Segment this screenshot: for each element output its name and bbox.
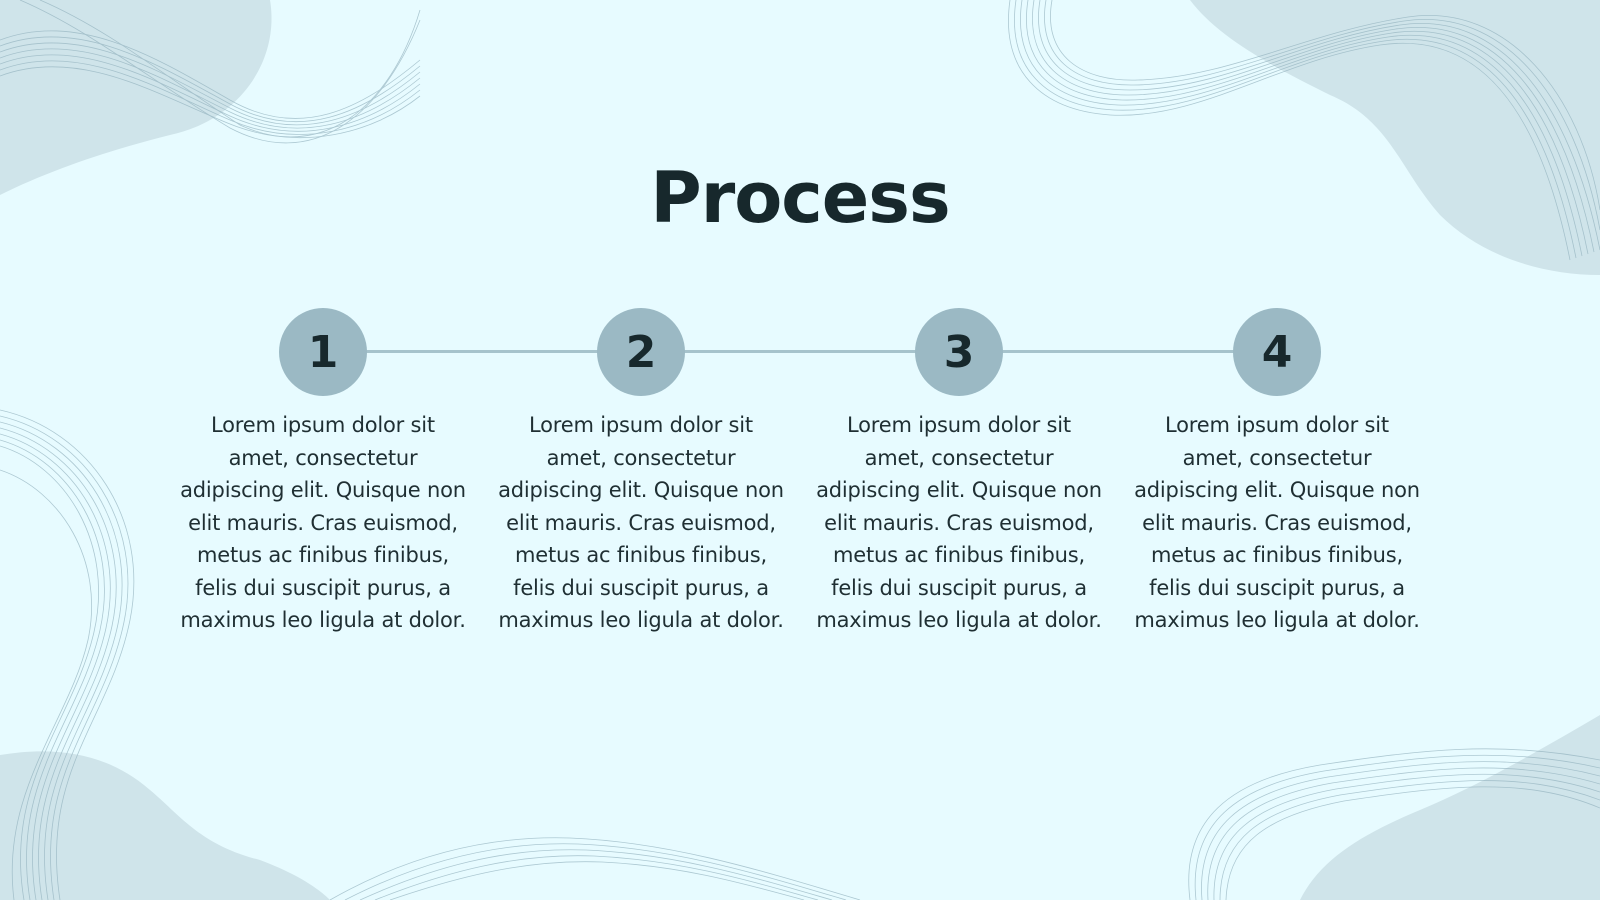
step-description: Lorem ipsum dolor sit amet, consectetur … [180,413,466,632]
process-step-4: 4 Lorem ipsum dolor sit amet, consectetu… [1132,308,1422,637]
bottom-right-blob [1300,715,1600,900]
bottom-right-wave-lines [1188,748,1600,900]
step-description: Lorem ipsum dolor sit amet, consectetur … [498,413,784,632]
process-step-1: 1 Lorem ipsum dolor sit amet, consectetu… [178,308,468,637]
bottom-left-blob [0,751,330,900]
bottom-wave-lines [329,837,861,900]
process-step-3: 3 Lorem ipsum dolor sit amet, consectetu… [814,308,1104,637]
step-description: Lorem ipsum dolor sit amet, consectetur … [1134,413,1420,632]
process-step-2: 2 Lorem ipsum dolor sit amet, consectetu… [496,308,786,637]
top-left-wave-lines [0,0,421,144]
left-wave-lines [0,409,135,900]
connector-line [684,350,916,353]
connector-line [1002,350,1234,353]
connector-line [366,350,598,353]
step-number-badge: 3 [915,308,1003,396]
step-number-badge: 4 [1233,308,1321,396]
step-number-badge: 1 [279,308,367,396]
slide-title: Process [650,157,950,239]
step-number-badge: 2 [597,308,685,396]
step-description: Lorem ipsum dolor sit amet, consectetur … [816,413,1102,632]
